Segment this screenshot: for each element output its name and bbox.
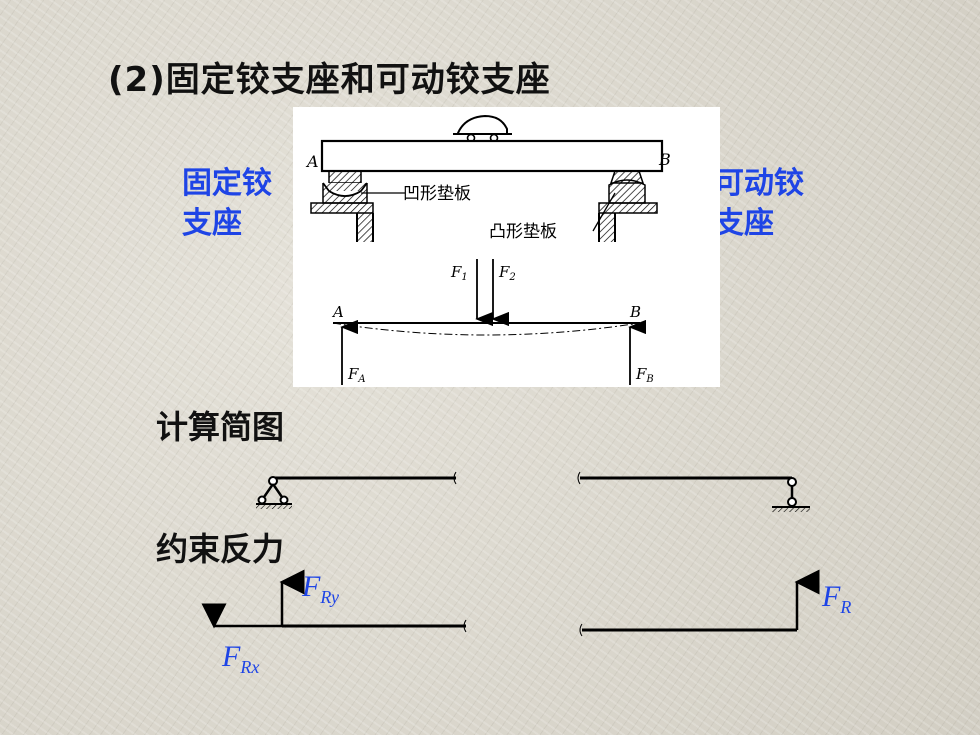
movable-hinge-label-line1: 可动铰	[714, 166, 804, 201]
deflection-curve	[332, 322, 641, 336]
movable-hinge-label: 可动铰 支座	[714, 164, 804, 244]
force-f2-label: F2	[498, 263, 516, 283]
force-fr-label: FR	[822, 580, 852, 617]
bridge-deck	[320, 139, 664, 173]
movable-hinge-support	[598, 170, 658, 242]
concave-plate-label: 凹形垫板	[403, 184, 471, 204]
fixed-hinge-label-line2: 支座	[182, 206, 242, 241]
car-icon	[453, 114, 512, 143]
force-frx-label: FRx	[222, 640, 260, 677]
fixed-hinge-symbol	[256, 471, 457, 509]
movable-hinge-reaction	[579, 569, 820, 637]
force-fa-label: FA	[347, 365, 366, 385]
movable-hinge-symbol	[577, 471, 810, 512]
label-a-top: A	[305, 152, 319, 171]
bridge-support-svg: A B 凹形垫板 凸形垫板 F1	[305, 114, 671, 385]
label-b-bottom: B	[629, 303, 641, 321]
label-a-bottom: A	[331, 303, 344, 321]
fixed-hinge-label: 固定铰 支座	[182, 164, 272, 244]
label-b-top: B	[658, 150, 671, 169]
calc-diagram-heading: 计算简图	[156, 408, 285, 446]
force-fb-label: FB	[635, 365, 654, 385]
slide-title: (2)固定铰支座和可动铰支座	[108, 60, 551, 100]
reaction-force-heading: 约束反力	[156, 530, 285, 568]
fixed-hinge-label-line1: 固定铰	[182, 166, 272, 201]
fixed-hinge-reaction	[201, 569, 467, 633]
force-f1-label: F1	[450, 263, 468, 283]
fixed-hinge-support	[310, 170, 374, 242]
convex-plate-label: 凸形垫板	[489, 222, 557, 242]
movable-hinge-label-line2: 支座	[714, 206, 774, 241]
force-fry-label: FRy	[302, 570, 339, 607]
bridge-support-illustration: A B 凹形垫板 凸形垫板 F1	[293, 107, 720, 387]
